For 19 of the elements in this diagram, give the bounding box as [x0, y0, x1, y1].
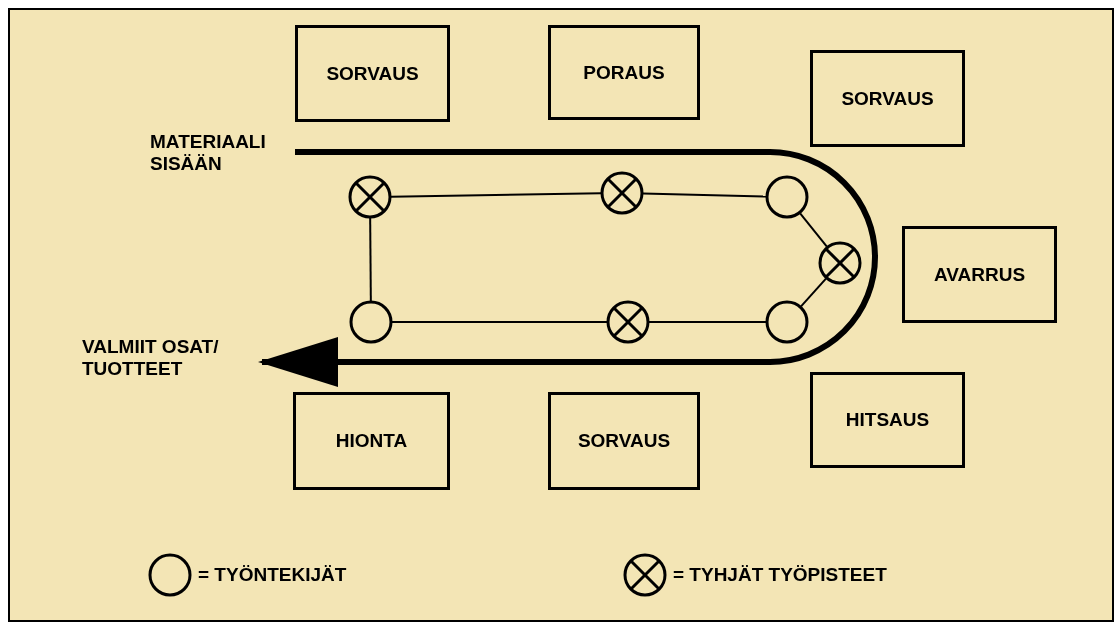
- connector-line: [642, 192, 767, 198]
- machine-box: SORVAUS: [295, 25, 450, 122]
- connector-line: [800, 277, 827, 308]
- connector-line: [648, 321, 767, 323]
- machine-box: SORVAUS: [548, 392, 700, 490]
- flow-arrow: [258, 149, 878, 387]
- machine-box: SORVAUS: [810, 50, 965, 147]
- connector-line: [390, 192, 602, 198]
- machine-box: HIONTA: [293, 392, 450, 490]
- machine-box: HITSAUS: [810, 372, 965, 468]
- connector-line: [391, 321, 608, 323]
- flow-label: VALMIIT OSAT/ TUOTTEET: [82, 336, 219, 379]
- connector-line: [799, 212, 828, 248]
- flow-label: MATERIAALI SISÄÄN: [150, 131, 266, 174]
- legend-text: = TYÖNTEKIJÄT: [198, 564, 347, 586]
- machine-box: PORAUS: [548, 25, 700, 120]
- connector-line: [369, 217, 372, 302]
- legend-text: = TYHJÄT TYÖPISTEET: [673, 564, 887, 586]
- machine-box: AVARRUS: [902, 226, 1057, 323]
